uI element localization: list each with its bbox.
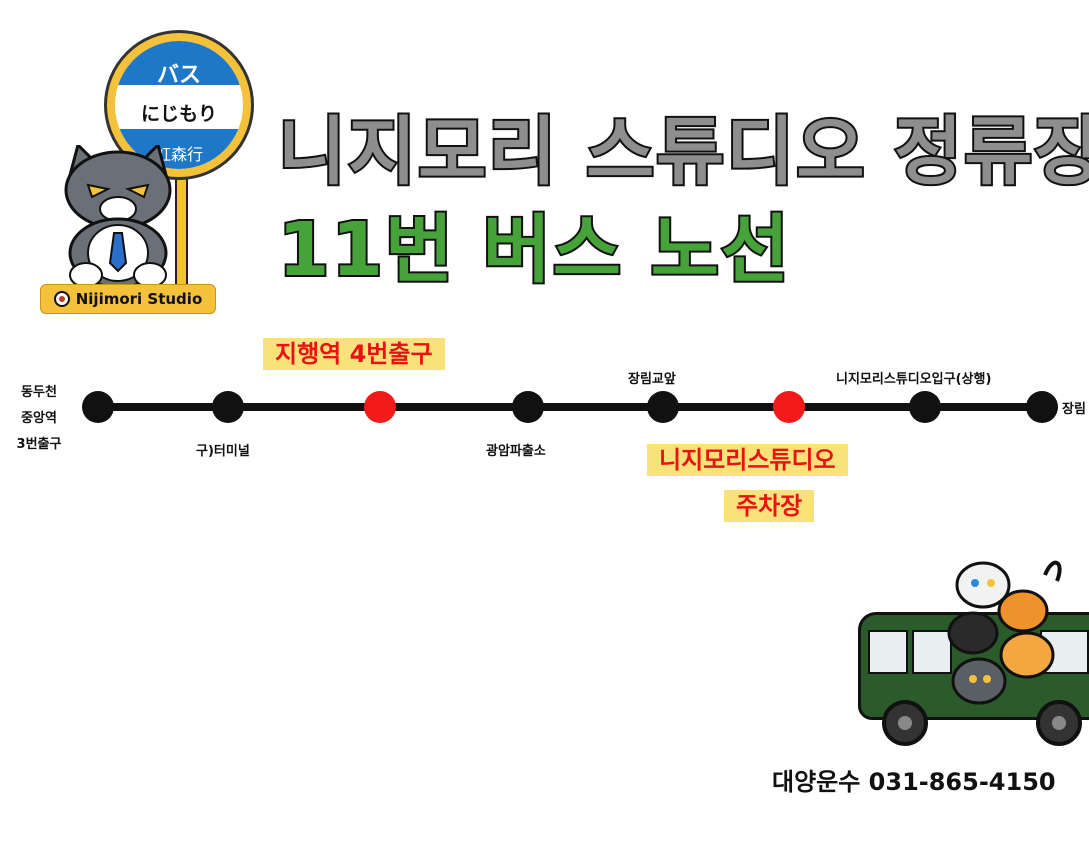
stop-marker-8 (1026, 391, 1058, 423)
stop-marker-3 (364, 391, 396, 423)
brand-badge: Nijimori Studio (40, 284, 216, 314)
bus-window (868, 630, 908, 674)
stop-label-8: 장림 (1062, 402, 1086, 417)
stop-marker-4 (512, 391, 544, 423)
stop-marker-5 (647, 391, 679, 423)
brand-name: Nijimori Studio (75, 290, 203, 308)
contact-phone: 대양운수 031-865-4150 (772, 768, 1056, 796)
stop-label-4: 광암파출소 (486, 444, 546, 459)
bus-stop-sign: バス にじもり 虹森行 (104, 30, 254, 180)
stop-marker-2 (212, 391, 244, 423)
cat-group-icon (947, 560, 1062, 705)
stop-label-2: 구)터미널 (196, 444, 250, 459)
stop-label-6-line1: 니지모리스튜디오 (647, 444, 848, 476)
sign-nijimori-text: にじもり (140, 103, 217, 125)
cat-mascot-icon (64, 145, 172, 289)
stop-label-3: 지행역 4번출구 (263, 338, 445, 370)
bus-wheel-icon (1036, 700, 1082, 746)
stop-marker-1 (82, 391, 114, 423)
bus-window (912, 630, 952, 674)
stop-label-6-line2: 주차장 (724, 490, 815, 522)
page-title: 니지모리 스튜디오 정류장 (276, 107, 1089, 197)
stop-marker-6 (773, 391, 805, 423)
stop-label-1: 동두천 중앙역 3번출구 (16, 385, 62, 452)
stop-marker-7 (909, 391, 941, 423)
sign-bus-text: バス (156, 63, 201, 88)
flower-emblem-icon (53, 291, 70, 307)
stop-label-7: 니지모리스튜디오입구(상행) (836, 372, 992, 387)
route-line (98, 403, 1048, 411)
page-subtitle: 11번 버스 노선 (276, 205, 791, 295)
bus-wheel-icon (882, 700, 928, 746)
sign-destination-text: 虹森行 (154, 145, 203, 164)
stop-label-5: 장림교앞 (628, 372, 676, 387)
